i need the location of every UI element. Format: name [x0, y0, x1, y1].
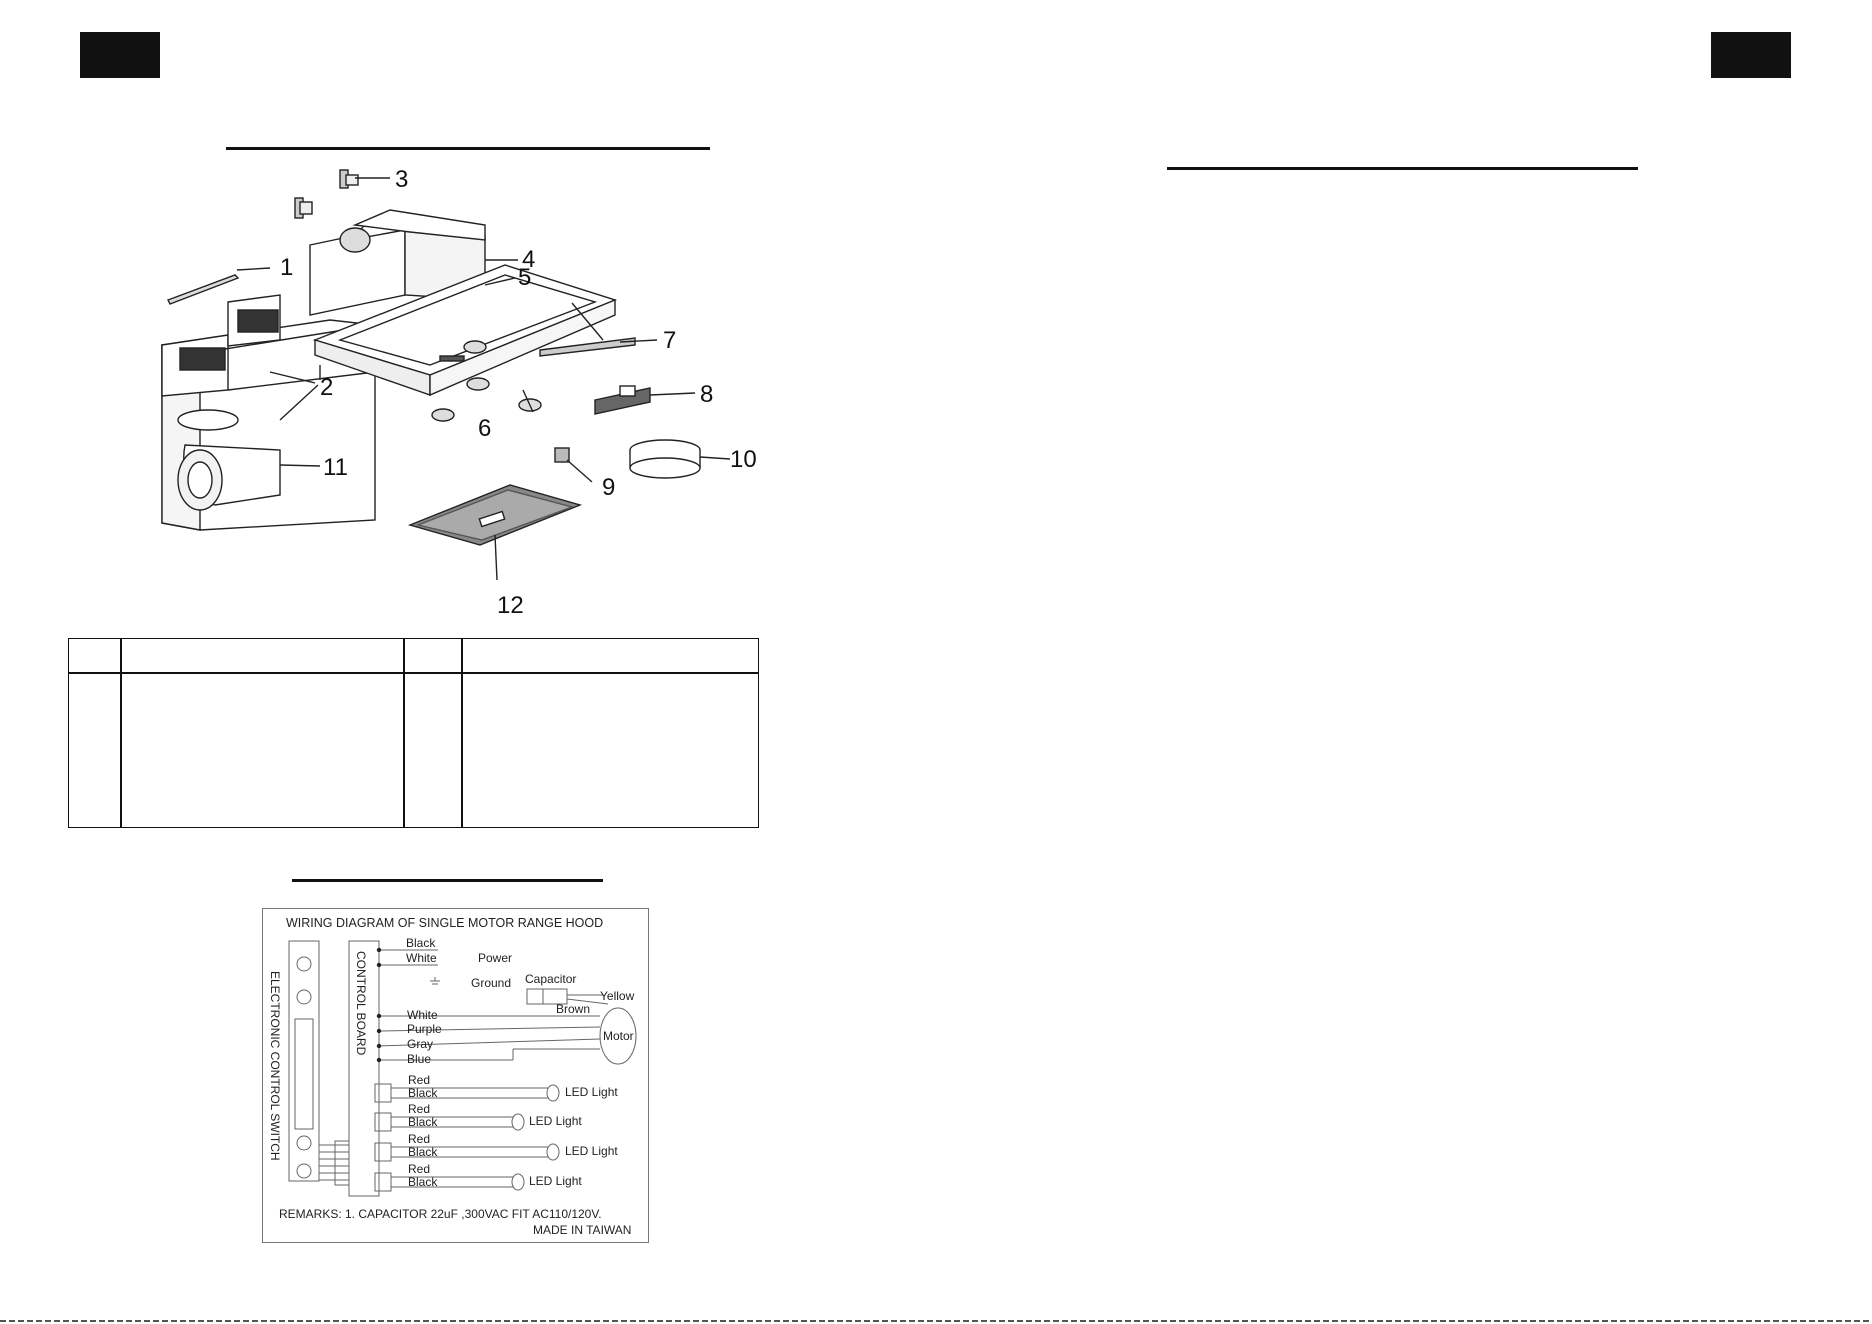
wire-yellow: Yellow: [600, 989, 635, 1003]
callout-4: 4: [522, 246, 535, 273]
wiring-heading-rule: [292, 879, 603, 882]
led2-wire-red: Red: [408, 1102, 430, 1116]
wiring-diagram: WIRING DIAGRAM OF SINGLE MOTOR RANGE HOO…: [262, 908, 649, 1243]
led-symbol: [546, 1143, 560, 1161]
led-symbol: [511, 1173, 525, 1191]
board-label: CONTROL BOARD: [354, 951, 368, 1056]
table-col-divider: [120, 639, 122, 827]
wiring-svg: WIRING DIAGRAM OF SINGLE MOTOR RANGE HOO…: [268, 916, 637, 1237]
callout-5: 5: [518, 264, 531, 291]
led4-wire-black: Black: [408, 1175, 438, 1189]
control-switch-panel: [288, 940, 320, 1182]
led3-label: LED Light: [565, 1144, 618, 1158]
led4-wire-red: Red: [408, 1162, 430, 1176]
right-heading-rule: [1167, 167, 1638, 170]
callout-12: 12: [497, 592, 524, 619]
wire-brown: Brown: [556, 1002, 590, 1016]
table-header-rule: [69, 672, 758, 674]
exploded-parts-diagram: 1 2 3 4 5 6 7 8 9 10 11 12: [161, 166, 757, 619]
led2-wire-black: Black: [408, 1115, 438, 1129]
display-window: [294, 1018, 314, 1130]
callout-6: 6: [478, 415, 491, 442]
wire-white: White: [406, 951, 437, 965]
control-board-part: [594, 385, 651, 415]
callout-11: 11: [323, 454, 348, 481]
switch-label: ELECTRONIC CONTROL SWITCH: [268, 971, 282, 1161]
parts-table: [68, 638, 759, 828]
led3-wire-black: Black: [408, 1145, 438, 1159]
page-marker-left: [80, 32, 160, 78]
remarks-text: REMARKS: 1. CAPACITOR 22uF ,300VAC FIT A…: [279, 1207, 602, 1221]
motor-label: Motor: [603, 1029, 634, 1043]
led-symbol: [546, 1084, 560, 1102]
led2-label: LED Light: [529, 1114, 582, 1128]
blower-part: [177, 409, 281, 511]
table-col-divider: [461, 639, 463, 827]
led-lights-part: [431, 340, 542, 422]
led4-label: LED Light: [529, 1174, 582, 1188]
callout-10: 10: [730, 446, 757, 473]
motor-symbol: [599, 1007, 637, 1065]
motor-wire-purple: Purple: [407, 1022, 442, 1036]
page-bottom-edge: [0, 1320, 1872, 1322]
table-col-divider: [403, 639, 405, 827]
duct-collar-part: [629, 439, 701, 479]
parts-heading-rule: [226, 147, 710, 150]
switch-part: [554, 447, 570, 463]
power-button-icon: [296, 956, 312, 972]
led3-wire-red: Red: [408, 1132, 430, 1146]
speed-up-button-icon: [296, 1135, 312, 1151]
made-in-text: MADE IN TAIWAN: [533, 1223, 631, 1237]
led1-label: LED Light: [565, 1085, 618, 1099]
page-marker-right: [1711, 32, 1791, 78]
led1-wire-red: Red: [408, 1073, 430, 1087]
callout-8: 8: [700, 381, 713, 408]
callout-7: 7: [663, 327, 676, 354]
control-rail-part: [539, 302, 636, 357]
wire-black: Black: [406, 936, 436, 950]
ground-label: Ground: [471, 976, 511, 990]
power-label: Power: [478, 951, 512, 965]
callout-3: 3: [395, 166, 408, 193]
callout-2: 2: [320, 374, 333, 401]
led-symbol: [511, 1113, 525, 1131]
callout-9: 9: [602, 474, 615, 501]
motor-wire-blue: Blue: [407, 1052, 431, 1066]
hood-body-part: [309, 209, 618, 397]
chimney-bracket-part: [167, 274, 240, 305]
fan-button-icon: [296, 989, 312, 1005]
motor-wire-white: White: [407, 1008, 438, 1022]
grease-filter-part: [407, 484, 583, 546]
capacitor-label: Capacitor: [525, 972, 576, 986]
callout-1: 1: [280, 254, 293, 281]
motor-wire-gray: Gray: [407, 1037, 433, 1051]
wiring-title: WIRING DIAGRAM OF SINGLE MOTOR RANGE HOO…: [286, 916, 603, 930]
speed-down-button-icon: [296, 1163, 312, 1179]
led1-wire-black: Black: [408, 1086, 438, 1100]
